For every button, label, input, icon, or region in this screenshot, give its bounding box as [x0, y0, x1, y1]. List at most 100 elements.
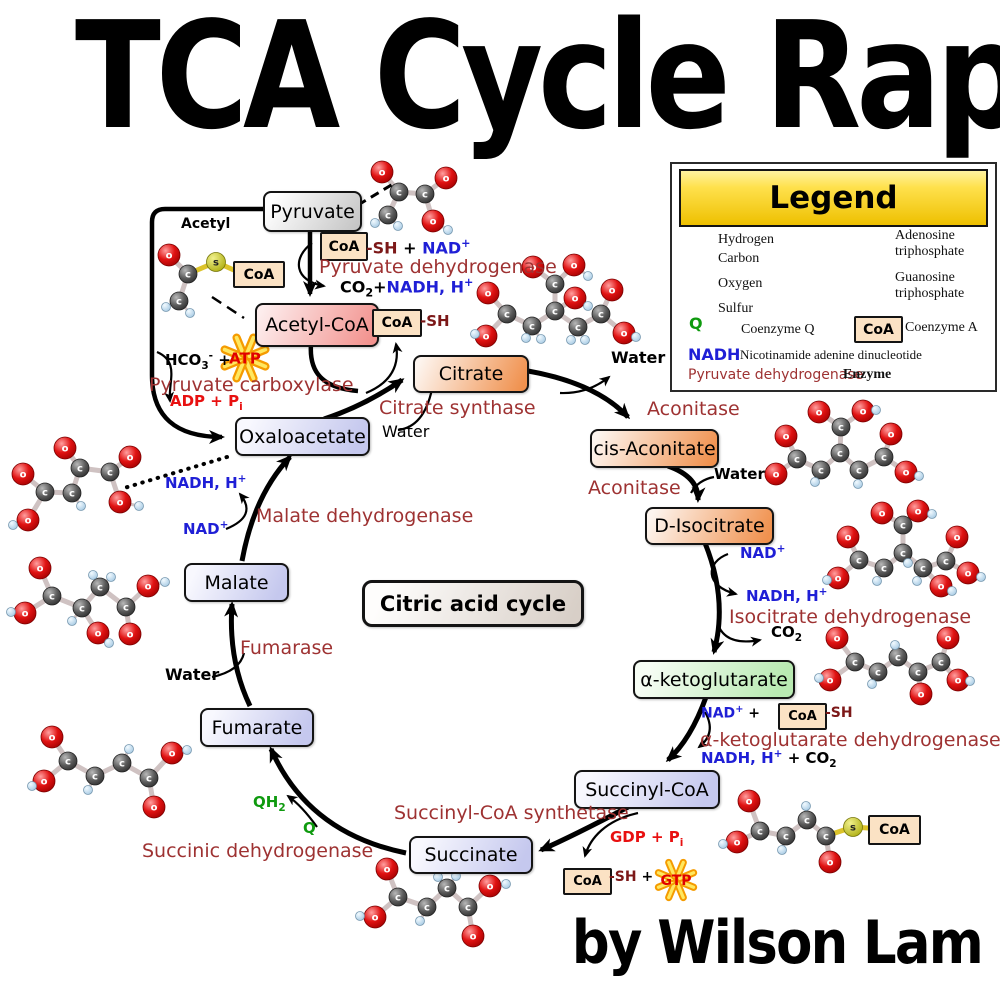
label-q: Q [303, 819, 316, 837]
curl-aconitase-water-out [559, 375, 611, 395]
cycle-arrows [149, 206, 725, 856]
svg-text:c: c [837, 449, 843, 460]
svg-text:c: c [757, 827, 763, 838]
svg-text:c: c [900, 521, 906, 532]
svg-text:c: c [900, 549, 906, 560]
plus-text: + [636, 869, 654, 885]
nad-sup: + [735, 704, 744, 715]
curl-aconitase-water-in [690, 475, 715, 494]
enzyme-aconitase-2: Aconitase [588, 477, 681, 499]
curl-hco3-atp [156, 350, 175, 403]
structure-link-lines [119, 182, 394, 491]
enzyme-akg-dehydrogenase: α-ketoglutarate dehydrogenase [700, 729, 1000, 751]
svg-text:c: c [552, 307, 558, 318]
nad-text: NAD [701, 705, 736, 722]
svg-text:c: c [529, 322, 535, 333]
legend-sulfur-label: Sulfur [718, 301, 753, 316]
svg-text:o: o [938, 582, 945, 593]
curl-coash-release [365, 342, 403, 395]
nadh-text: NADH, H [701, 749, 774, 767]
legend-header: Legend [679, 169, 988, 227]
svg-text:o: o [903, 468, 910, 479]
node-succinate: Succinate [409, 836, 533, 874]
svg-text:c: c [856, 466, 862, 477]
adp-sub: i [239, 401, 243, 413]
sh-text: -SH [420, 312, 450, 330]
svg-text:c: c [107, 468, 113, 479]
svg-text:GTP: GTP [660, 873, 691, 889]
svg-text:c: c [838, 423, 844, 434]
curl-fumarase-water [211, 652, 246, 679]
svg-text:c: c [465, 903, 471, 914]
svg-text:c: c [119, 759, 125, 770]
gdp-text: GDP + P [610, 828, 680, 846]
enzyme-citrate-synthase: Citrate synthase [379, 397, 536, 419]
svg-text:o: o [49, 733, 56, 744]
svg-text:o: o [20, 470, 27, 481]
svg-text:c: c [504, 310, 510, 321]
node-pyruvate-label: Pyruvate [270, 200, 355, 223]
legend-gtp-line2: triphosphate [895, 286, 965, 301]
qh2-text: QH [253, 793, 279, 811]
svg-text:o: o [621, 329, 628, 340]
legend-q-symbol: Q [689, 314, 703, 333]
sh-text: -SH [366, 238, 398, 258]
coa-box-succinylcoa-structure: CoA [868, 815, 921, 845]
legend-carbon-label: Carbon [718, 251, 760, 266]
svg-text:c: c [804, 816, 810, 827]
svg-text:c: c [422, 190, 428, 201]
svg-text:c: c [920, 564, 926, 575]
svg-text:o: o [888, 430, 895, 441]
dash-acetyl-structure [211, 295, 245, 320]
svg-text:c: c [69, 489, 75, 500]
legend-nadh-label: Nicotinamide adenine dinucleotide [740, 347, 922, 362]
enzyme-malate-dehydrogenase: Malate dehydrogenase [256, 505, 474, 527]
label-co2-nadh-out: CO2+NADH, H+ [340, 276, 473, 300]
node-alpha-ketoglutarate-label: α-ketoglutarate [640, 668, 788, 691]
svg-text:o: o [835, 574, 842, 585]
svg-text:c: c [818, 466, 824, 477]
enzyme-aconitase-1: Aconitase [647, 398, 740, 420]
svg-text:o: o [25, 516, 32, 527]
arrow-isocitrate-to-akg [702, 542, 725, 655]
legend-title: Legend [769, 180, 898, 216]
node-succinyl-coa-label: Succinyl-CoA [585, 778, 709, 801]
enzyme-fumarase: Fumarase [240, 637, 334, 659]
node-malate: Malate [184, 563, 289, 602]
enzyme-pyruvate-carboxylase: Pyruvate carboxylase [149, 374, 354, 396]
label-coash-nad-in: -SH + NAD+ [366, 237, 471, 257]
svg-text:o: o [954, 533, 961, 544]
svg-text:c: c [881, 453, 887, 464]
coa-box-gtp: CoA [563, 868, 612, 895]
co2-sub: 2 [794, 632, 803, 644]
svg-text:s: s [850, 823, 856, 834]
svg-text:o: o [145, 582, 152, 593]
curl-citrate-synthase-water [397, 388, 434, 432]
plus-text: + [397, 238, 423, 258]
curl-pdh-cofactors [297, 242, 326, 290]
arrow-citrate-to-cisaconitate [527, 368, 631, 420]
legend-atp-line1: Adenosine [895, 228, 955, 243]
qh2-sub: 2 [278, 802, 286, 814]
svg-text:c: c [42, 488, 48, 499]
co2-sub: 2 [365, 286, 374, 300]
plus-text: + [213, 351, 231, 369]
svg-text:o: o [746, 797, 753, 808]
curve-acetylcoa-join [308, 343, 359, 394]
svg-text:o: o [918, 690, 925, 701]
svg-text:o: o [127, 630, 134, 641]
svg-text:c: c [938, 658, 944, 669]
page-title: TCA Cycle Rap [75, 0, 1000, 162]
label-co2-isocitrate: CO2 [771, 623, 802, 644]
nadh-sup: + [773, 748, 783, 760]
svg-text:o: o [860, 407, 867, 418]
svg-text:c: c [79, 604, 85, 615]
svg-text:o: o [127, 453, 134, 464]
svg-text:c: c [395, 893, 401, 904]
arrow-pyruvate-carboxylase-path [149, 206, 264, 444]
svg-text:ATP: ATP [229, 349, 261, 367]
